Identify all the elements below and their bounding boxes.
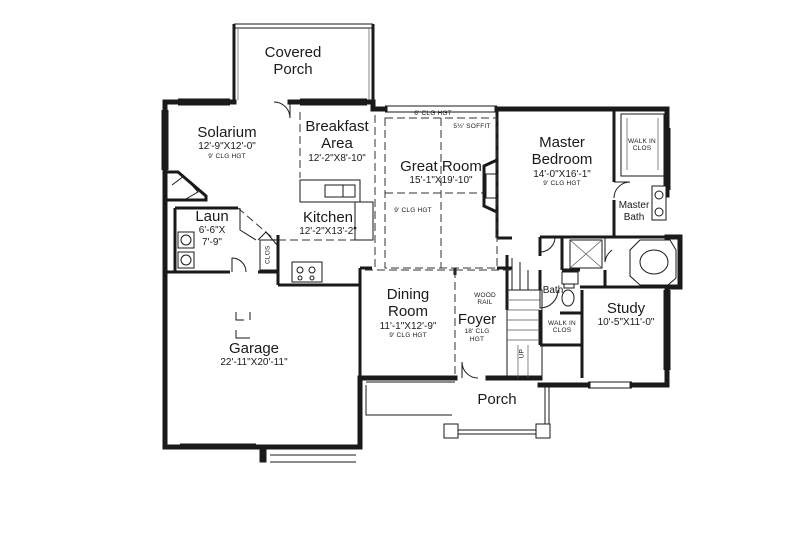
solarium-label: Solarium 12'-9"X12'-0" 9' CLG HGT <box>185 124 269 160</box>
solarium-dims: 12'-9"X12'-0" <box>198 141 256 153</box>
laundry-fixtures <box>177 208 279 271</box>
walk-in-top-line1: WALK IN <box>628 138 656 145</box>
foyer-name: Foyer <box>457 311 497 328</box>
kitchen-name: Kitchen <box>302 209 354 226</box>
kitchen-label: Kitchen 12'-2"X13'-2" <box>286 209 370 238</box>
breakfast-dims: 12'-2"X8'-10" <box>308 152 366 164</box>
laundry-name: Laun <box>195 208 229 225</box>
master-bedroom-dims: 14'-0"X16'-1" <box>533 168 591 180</box>
covered-porch-title: Covered Porch <box>250 44 336 79</box>
powder-bath-fixtures <box>561 271 579 307</box>
great-room-side-clg: 9' CLG HGT <box>394 207 432 214</box>
wood-rail-line1: WOOD <box>474 292 496 299</box>
dining-line1: Dining <box>386 286 430 303</box>
master-bath-line1: Master <box>618 200 650 211</box>
wood-rail-label: WOOD RAIL <box>470 292 500 307</box>
dining-clg: 9' CLG HGT <box>389 332 427 339</box>
dining-line2: Room <box>387 303 428 321</box>
study-label: Study 10'-5"X11'-0" <box>588 300 664 329</box>
laundry-label: Laun 6'-6"X 7'-9" <box>190 208 234 248</box>
covered-porch-outline <box>232 23 375 103</box>
great-room-soffit: 5½' SOFFIT <box>453 123 491 130</box>
fireplace <box>482 158 498 214</box>
stairs <box>506 258 543 379</box>
master-bath-fixtures <box>569 113 677 286</box>
dining-dims: 11'-1"X12'-9" <box>379 320 437 332</box>
solarium-name: Solarium <box>197 124 257 141</box>
foyer-clg-line1: 18' CLG <box>464 328 490 336</box>
garage-dims: 22'-11"X20'-11" <box>220 357 288 369</box>
covered-porch-line1: Covered <box>264 44 322 61</box>
solarium-corner <box>165 170 208 202</box>
walk-in-closet-study: WALK IN CLOS <box>544 320 580 335</box>
top-windows <box>161 98 671 463</box>
kitchen-counters <box>291 179 374 283</box>
great-room-label: Great Room 15'-1"X19'-10" <box>386 158 496 187</box>
covered-porch-line2: Porch <box>273 61 313 79</box>
garage-post <box>235 312 251 339</box>
bath-label: Bath <box>542 285 564 296</box>
closet-label: CLOS <box>264 245 272 264</box>
stairs-up-label: UP <box>518 349 526 359</box>
master-bath-label: Master Bath <box>614 200 654 223</box>
front-porch <box>365 381 551 439</box>
garage-label: Garage 22'-11"X20'-11" <box>204 340 304 369</box>
walk-in-closet-top: WALK IN CLOS <box>622 138 662 153</box>
breakfast-label: Breakfast Area 12'-2"X8'-10" <box>294 118 380 164</box>
master-bath-line2: Bath <box>623 211 645 223</box>
doors <box>231 101 631 379</box>
dining-room-label: Dining Room 11'-1"X12'-9" 9' CLG HGT <box>368 286 448 339</box>
great-room-dims: 15'-1"X19'-10" <box>409 175 473 187</box>
walk-in-study-line1: WALK IN <box>548 320 576 327</box>
study-name: Study <box>606 300 646 317</box>
master-bedroom-line1: Master <box>539 134 585 151</box>
kitchen-dims: 12'-2"X13'-2" <box>299 226 357 238</box>
porch-label: Porch <box>477 391 517 408</box>
foyer-clg-line2: HGT <box>469 335 485 343</box>
solarium-clg: 9' CLG HGT <box>208 152 246 160</box>
laundry-dims-line1: 6'-6"X <box>198 225 226 237</box>
walk-in-study-line2: CLOS <box>552 327 572 335</box>
breakfast-line2: Area <box>321 135 353 153</box>
great-room-name: Great Room <box>400 158 482 175</box>
breakfast-line1: Breakfast <box>305 118 369 135</box>
ceiling-lines <box>237 112 512 375</box>
foyer-label: Foyer 18' CLG HGT <box>456 311 498 343</box>
study-dims: 10'-5"X11'-0" <box>597 317 655 329</box>
master-bedroom-clg: 9' CLG HGT <box>543 180 581 187</box>
garage-name: Garage <box>228 340 280 357</box>
walk-in-top-line2: CLOS <box>632 145 652 153</box>
exterior-walls <box>162 99 683 463</box>
wood-rail-line2: RAIL <box>477 299 493 307</box>
master-bedroom-label: Master Bedroom 14'-0"X16'-1" 9' CLG HGT <box>518 134 606 187</box>
great-room-top-clg: 6' CLG HGT <box>414 110 452 117</box>
laundry-dims-line2: 7'-9" <box>202 236 222 248</box>
master-bedroom-line2: Bedroom <box>531 151 593 169</box>
